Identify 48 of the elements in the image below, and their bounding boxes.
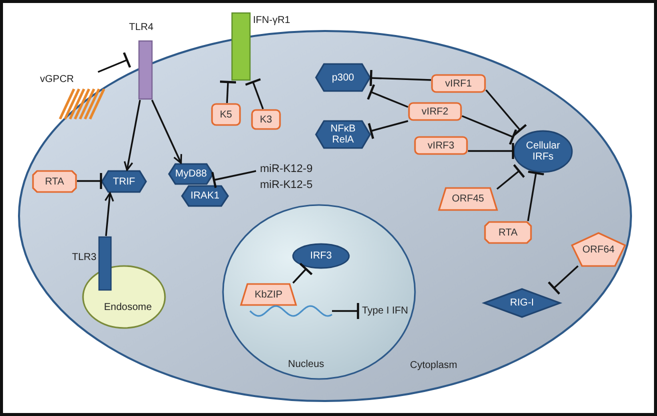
compartment-label: Nucleus [288, 359, 324, 370]
protein-trapezoid [240, 283, 297, 306]
protein-label: IRF3 [310, 250, 332, 262]
protein-label: Cellular IRFs [525, 140, 561, 163]
protein-pentagon [571, 232, 626, 267]
protein-label: vIRF2 [422, 106, 448, 118]
protein-octagon [32, 170, 77, 193]
cell-ellipse [18, 30, 632, 402]
protein-ellipse [292, 243, 350, 269]
compartment-label: Cytoplasm [410, 360, 458, 372]
receptor-label: TLR3 [72, 252, 96, 264]
protein-trapezoid [438, 187, 498, 211]
protein-label: RTA [498, 226, 518, 238]
protein-label: KbZIP [254, 288, 282, 300]
protein-diamond [483, 288, 561, 318]
arrow [151, 100, 182, 164]
receptor-label: TLR4 [129, 22, 154, 34]
gene-label: Type I IFN [362, 304, 408, 316]
microrna-label: miR-K12-5 [260, 179, 313, 192]
protein-label: K3 [260, 114, 272, 126]
protein-box [431, 74, 486, 93]
receptor-bar [70, 236, 112, 290]
protein-label: MyD88 [175, 168, 207, 180]
protein-label: ORF64 [582, 244, 615, 256]
arrow [104, 192, 114, 236]
protein-box [251, 109, 281, 130]
protein-label: vIRF1 [445, 78, 472, 90]
protein-label: RTA [44, 176, 64, 188]
endosome-ellipse [82, 265, 166, 329]
protein-label: IRAK1 [190, 190, 220, 202]
protein-box [408, 102, 462, 121]
protein-box [211, 103, 241, 126]
compartment-label: Endosome [104, 302, 152, 314]
dna-drawing [250, 304, 332, 318]
microrna-label: miR-K12-9 [260, 163, 313, 176]
protein-label: p300 [332, 72, 354, 84]
protein-label: vIRF3 [428, 140, 454, 152]
protein-label: ORF45 [452, 193, 484, 205]
protein-box [414, 136, 468, 155]
protein-octagon [484, 221, 532, 244]
receptor-label: IFN-γR1 [253, 15, 290, 26]
arrow [124, 100, 141, 171]
protein-label: K5 [220, 108, 232, 120]
protein-label: RIG-I [510, 297, 534, 309]
receptor-label: vGPCR [40, 74, 74, 86]
protein-ellipse [513, 130, 573, 173]
protein-label: TRIF [112, 176, 136, 188]
protein-label: NFκB RelA [330, 123, 356, 146]
